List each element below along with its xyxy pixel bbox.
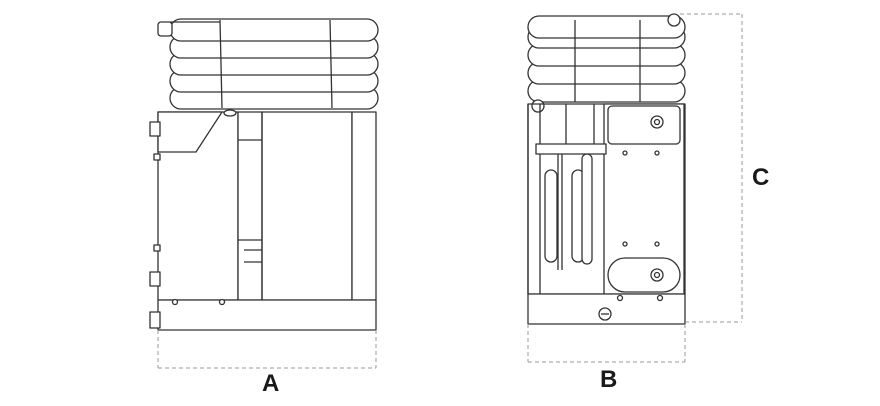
front-body [527, 103, 686, 295]
front-base [527, 293, 686, 325]
front-view [527, 13, 686, 325]
dimension-c-line [680, 13, 743, 323]
dimension-a-line [157, 330, 377, 369]
dimension-label-a: A [262, 370, 280, 397]
side-body [149, 109, 377, 301]
front-coil [527, 13, 686, 113]
dimension-b-line [527, 324, 686, 363]
dimension-label-b: B [600, 366, 618, 393]
dimension-label-c: C [752, 164, 770, 191]
side-view [149, 18, 379, 331]
side-base [149, 298, 377, 331]
side-coil [157, 18, 379, 110]
